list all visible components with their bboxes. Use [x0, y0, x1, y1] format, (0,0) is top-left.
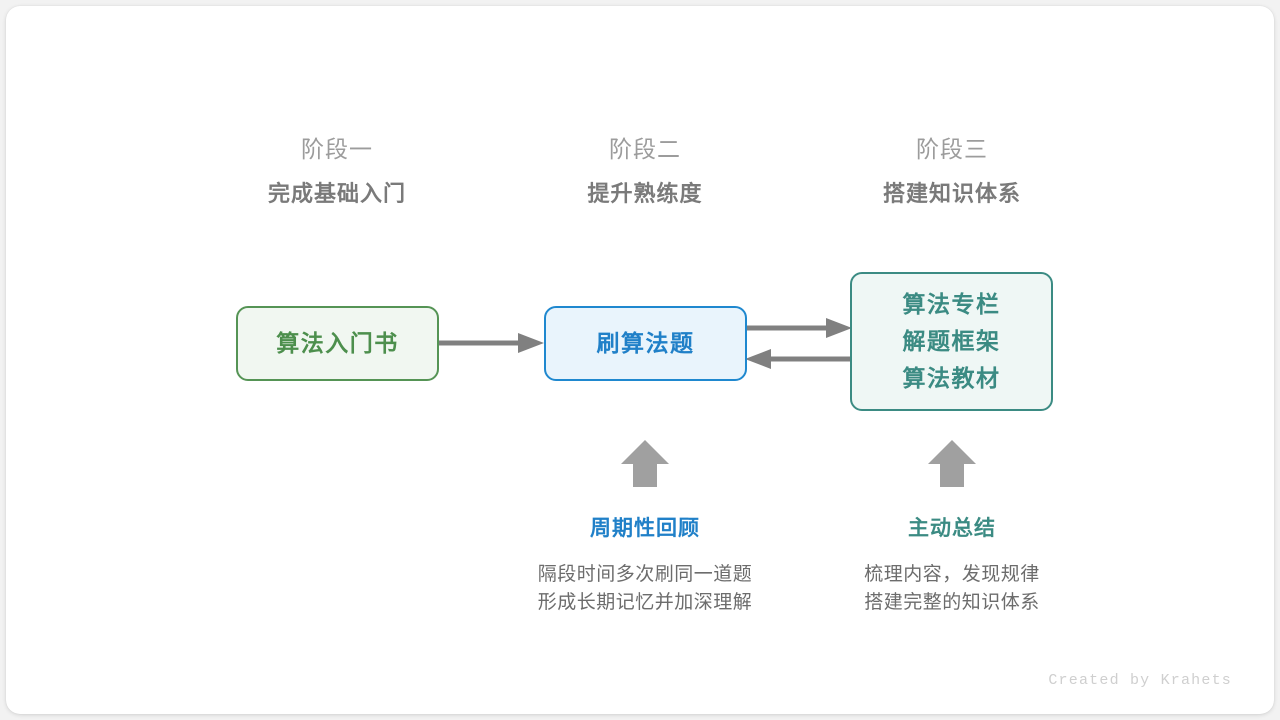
arrow-resources-to-practice	[745, 349, 850, 369]
node-resources-line-2: 解题框架	[902, 328, 1001, 354]
annotation-periodic-review: 周期性回顾 隔段时间多次刷同一道题 形成长期记忆并加深理解	[495, 514, 795, 617]
stage-title-3: 搭建知识体系	[882, 181, 1021, 206]
stage-title-1: 完成基础入门	[267, 181, 406, 206]
annotation-review-title: 周期性回顾	[590, 517, 700, 540]
node-book-line-1: 算法入门书	[276, 330, 399, 356]
annotation-review-desc-2: 形成长期记忆并加深理解	[537, 592, 753, 613]
stage-header-2: 阶段二 提升熟练度	[515, 134, 775, 209]
footer-credit: Created by Krahets	[1048, 672, 1232, 689]
stage-number-2: 阶段二	[609, 136, 681, 162]
arrow-practice-to-resources	[747, 318, 852, 338]
stage-header-1: 阶段一 完成基础入门	[207, 134, 467, 209]
arrow-book-to-practice	[439, 333, 544, 353]
stage-header-3: 阶段三 搭建知识体系	[822, 134, 1082, 209]
stage-number-3: 阶段三	[916, 136, 988, 162]
diagram-card: 阶段一 完成基础入门 阶段二 提升熟练度 阶段三 搭建知识体系	[6, 6, 1274, 714]
node-resources-line-1: 算法专栏	[902, 291, 1001, 317]
node-learning-resources[interactable]: 算法专栏 解题框架 算法教材	[850, 272, 1053, 411]
annotation-active-summary: 主动总结 梳理内容，发现规律 搭建完整的知识体系	[802, 514, 1102, 617]
node-practice-line-1: 刷算法题	[596, 330, 695, 356]
stage-title-2: 提升熟练度	[587, 181, 703, 206]
annotation-summary-desc-2: 搭建完整的知识体系	[864, 592, 1040, 613]
stage-number-1: 阶段一	[301, 136, 373, 162]
arrow-summary-up	[928, 440, 976, 487]
annotation-summary-title: 主动总结	[908, 517, 996, 540]
node-algorithm-intro-book[interactable]: 算法入门书	[236, 306, 439, 381]
annotation-review-desc-1: 隔段时间多次刷同一道题	[537, 564, 753, 585]
annotation-summary-desc-1: 梳理内容，发现规律	[864, 564, 1040, 585]
arrow-review-up	[621, 440, 669, 487]
node-resources-line-3: 算法教材	[902, 365, 1001, 391]
node-practice-problems[interactable]: 刷算法题	[544, 306, 747, 381]
